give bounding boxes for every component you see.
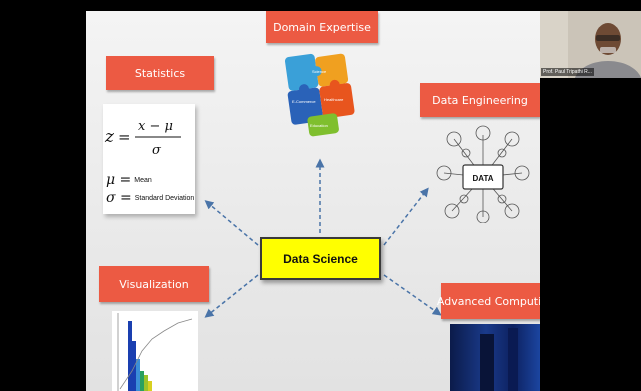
std-dev-legend: σ =Standard Deviation xyxy=(106,190,195,206)
webcam-thumbnail[interactable]: Prof. Paul Tripathi R... xyxy=(540,11,641,78)
advanced-computing-tag: Advanced Computing xyxy=(437,283,540,319)
data-science-label: Data Science xyxy=(283,251,358,266)
formula-card: z = x − μ σ μ =Mean σ =Standard Deviatio… xyxy=(103,104,195,214)
data-engineering-label: Data Engineering xyxy=(432,93,528,107)
z-score-formula: z = x − μ σ xyxy=(104,119,181,158)
data-hub-label: DATA xyxy=(472,174,493,183)
svg-text:=: = xyxy=(118,128,131,146)
domain-expertise-label: Domain Expertise xyxy=(273,20,371,34)
arrow-to-data-engineering xyxy=(383,187,429,246)
arrow-to-statistics xyxy=(204,200,259,246)
mean-legend: μ =Mean xyxy=(106,172,152,188)
connector-arrows xyxy=(204,158,442,318)
puzzle-label-science: Science xyxy=(312,69,327,74)
server-room-image xyxy=(450,324,540,391)
arrow-to-visualization xyxy=(204,274,259,318)
data-science-box: Data Science xyxy=(260,237,381,280)
data-engineering-tag: Data Engineering xyxy=(420,83,540,117)
participant-avatar xyxy=(540,11,641,78)
svg-text:σ: σ xyxy=(152,143,162,158)
participant-name: Prof. Paul Tripathi R... xyxy=(541,68,594,76)
advanced-computing-label: Advanced Computing xyxy=(436,294,540,308)
visualization-tag: Visualization xyxy=(99,266,209,302)
puzzle-label-healthcare: Healthcare xyxy=(324,97,344,102)
std-dev-label: Standard Deviation xyxy=(134,194,195,202)
svg-text:z: z xyxy=(104,127,115,147)
presentation-slide: Domain Expertise Science E-Commerce Heal… xyxy=(86,11,540,391)
svg-text:x − μ: x − μ xyxy=(138,119,173,134)
statistics-tag: Statistics xyxy=(106,56,214,90)
arrow-to-advanced-computing xyxy=(383,274,442,316)
domain-expertise-tag: Domain Expertise xyxy=(266,11,378,43)
data-hub-diagram: DATA xyxy=(436,125,530,223)
visualization-label: Visualization xyxy=(119,277,189,291)
mean-label: Mean xyxy=(134,176,152,184)
histogram-image xyxy=(112,311,198,391)
puzzle-image: Science E-Commerce Healthcare Education xyxy=(284,53,355,137)
statistics-label: Statistics xyxy=(134,66,186,80)
puzzle-label-ecommerce: E-Commerce xyxy=(292,99,316,104)
puzzle-label-education: Education xyxy=(310,123,328,128)
